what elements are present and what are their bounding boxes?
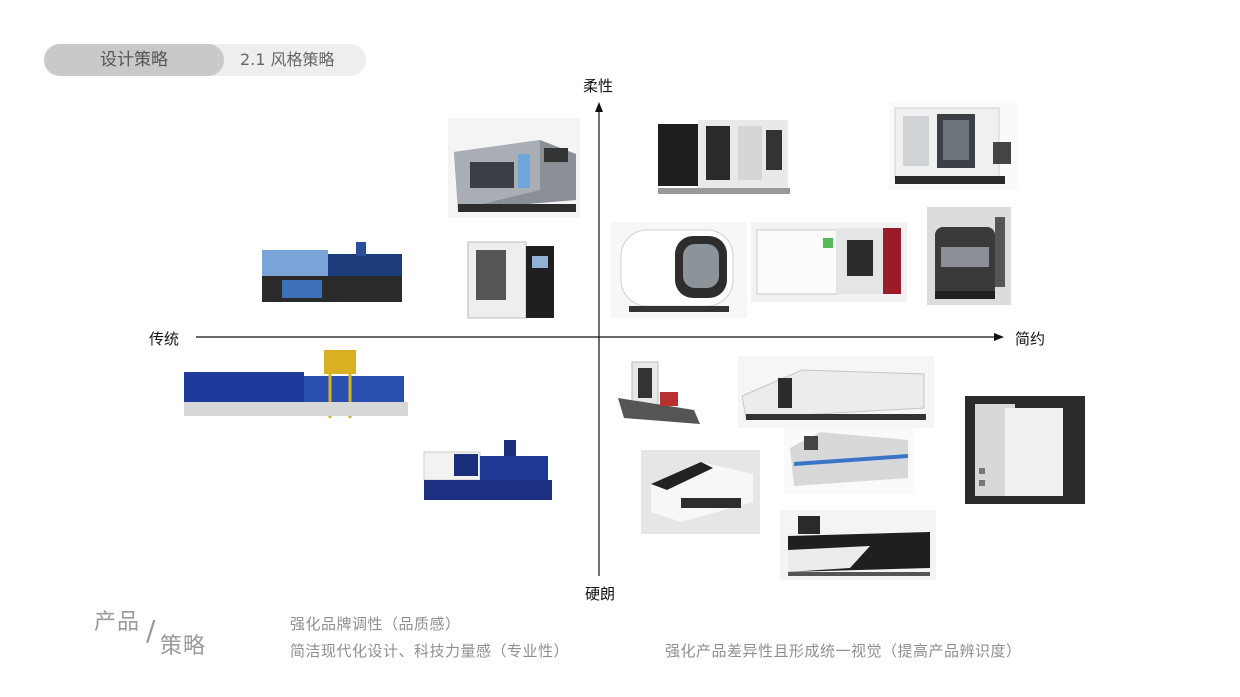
machining-center-icon [464, 234, 558, 322]
panel-machine-icon [965, 396, 1085, 504]
footer-title-product: 产品 [94, 610, 141, 635]
footer-title-strategy: 策略 [160, 634, 207, 659]
arrow-up-icon [595, 102, 603, 112]
strategy-point-modern: 简洁现代化设计、科技力量感（专业性） [290, 642, 570, 660]
press-machine-icon [738, 356, 934, 428]
axis-label-bottom: 硬朗 [585, 585, 616, 603]
section-pill: 设计策略 2.1 风格策略 [44, 44, 366, 76]
injection-molder-icon [420, 438, 556, 504]
laser-cutter-icon [751, 222, 907, 302]
cnc-lathe-icon [448, 118, 580, 218]
subsection-title: 2.1 风格策略 [240, 50, 335, 69]
arrow-right-icon [994, 333, 1004, 341]
strategy-point-brand: 强化品牌调性（品质感） [290, 615, 461, 633]
footer-slash: / [146, 614, 156, 647]
axis-label-left: 传统 [149, 330, 180, 348]
axis-label-right: 简约 [1015, 330, 1046, 348]
injection-molder-icon [258, 238, 406, 310]
gantry-machine-icon [614, 358, 704, 432]
cabinet-machine-icon [889, 102, 1017, 190]
section-title: 设计策略 [44, 44, 224, 76]
sleek-machine-icon [641, 450, 760, 534]
strategy-point-identity: 强化产品差异性且形成统一视觉（提高产品辨识度） [665, 642, 1022, 660]
injection-molder-icon [180, 346, 412, 422]
printer-machine-icon [780, 510, 936, 580]
printer-machine-icon [927, 207, 1011, 305]
axis-label-top: 柔性 [583, 77, 614, 95]
round-machine-icon [611, 222, 747, 318]
machine-enclosure-icon [654, 116, 794, 198]
stripe-machine-icon [784, 428, 914, 494]
